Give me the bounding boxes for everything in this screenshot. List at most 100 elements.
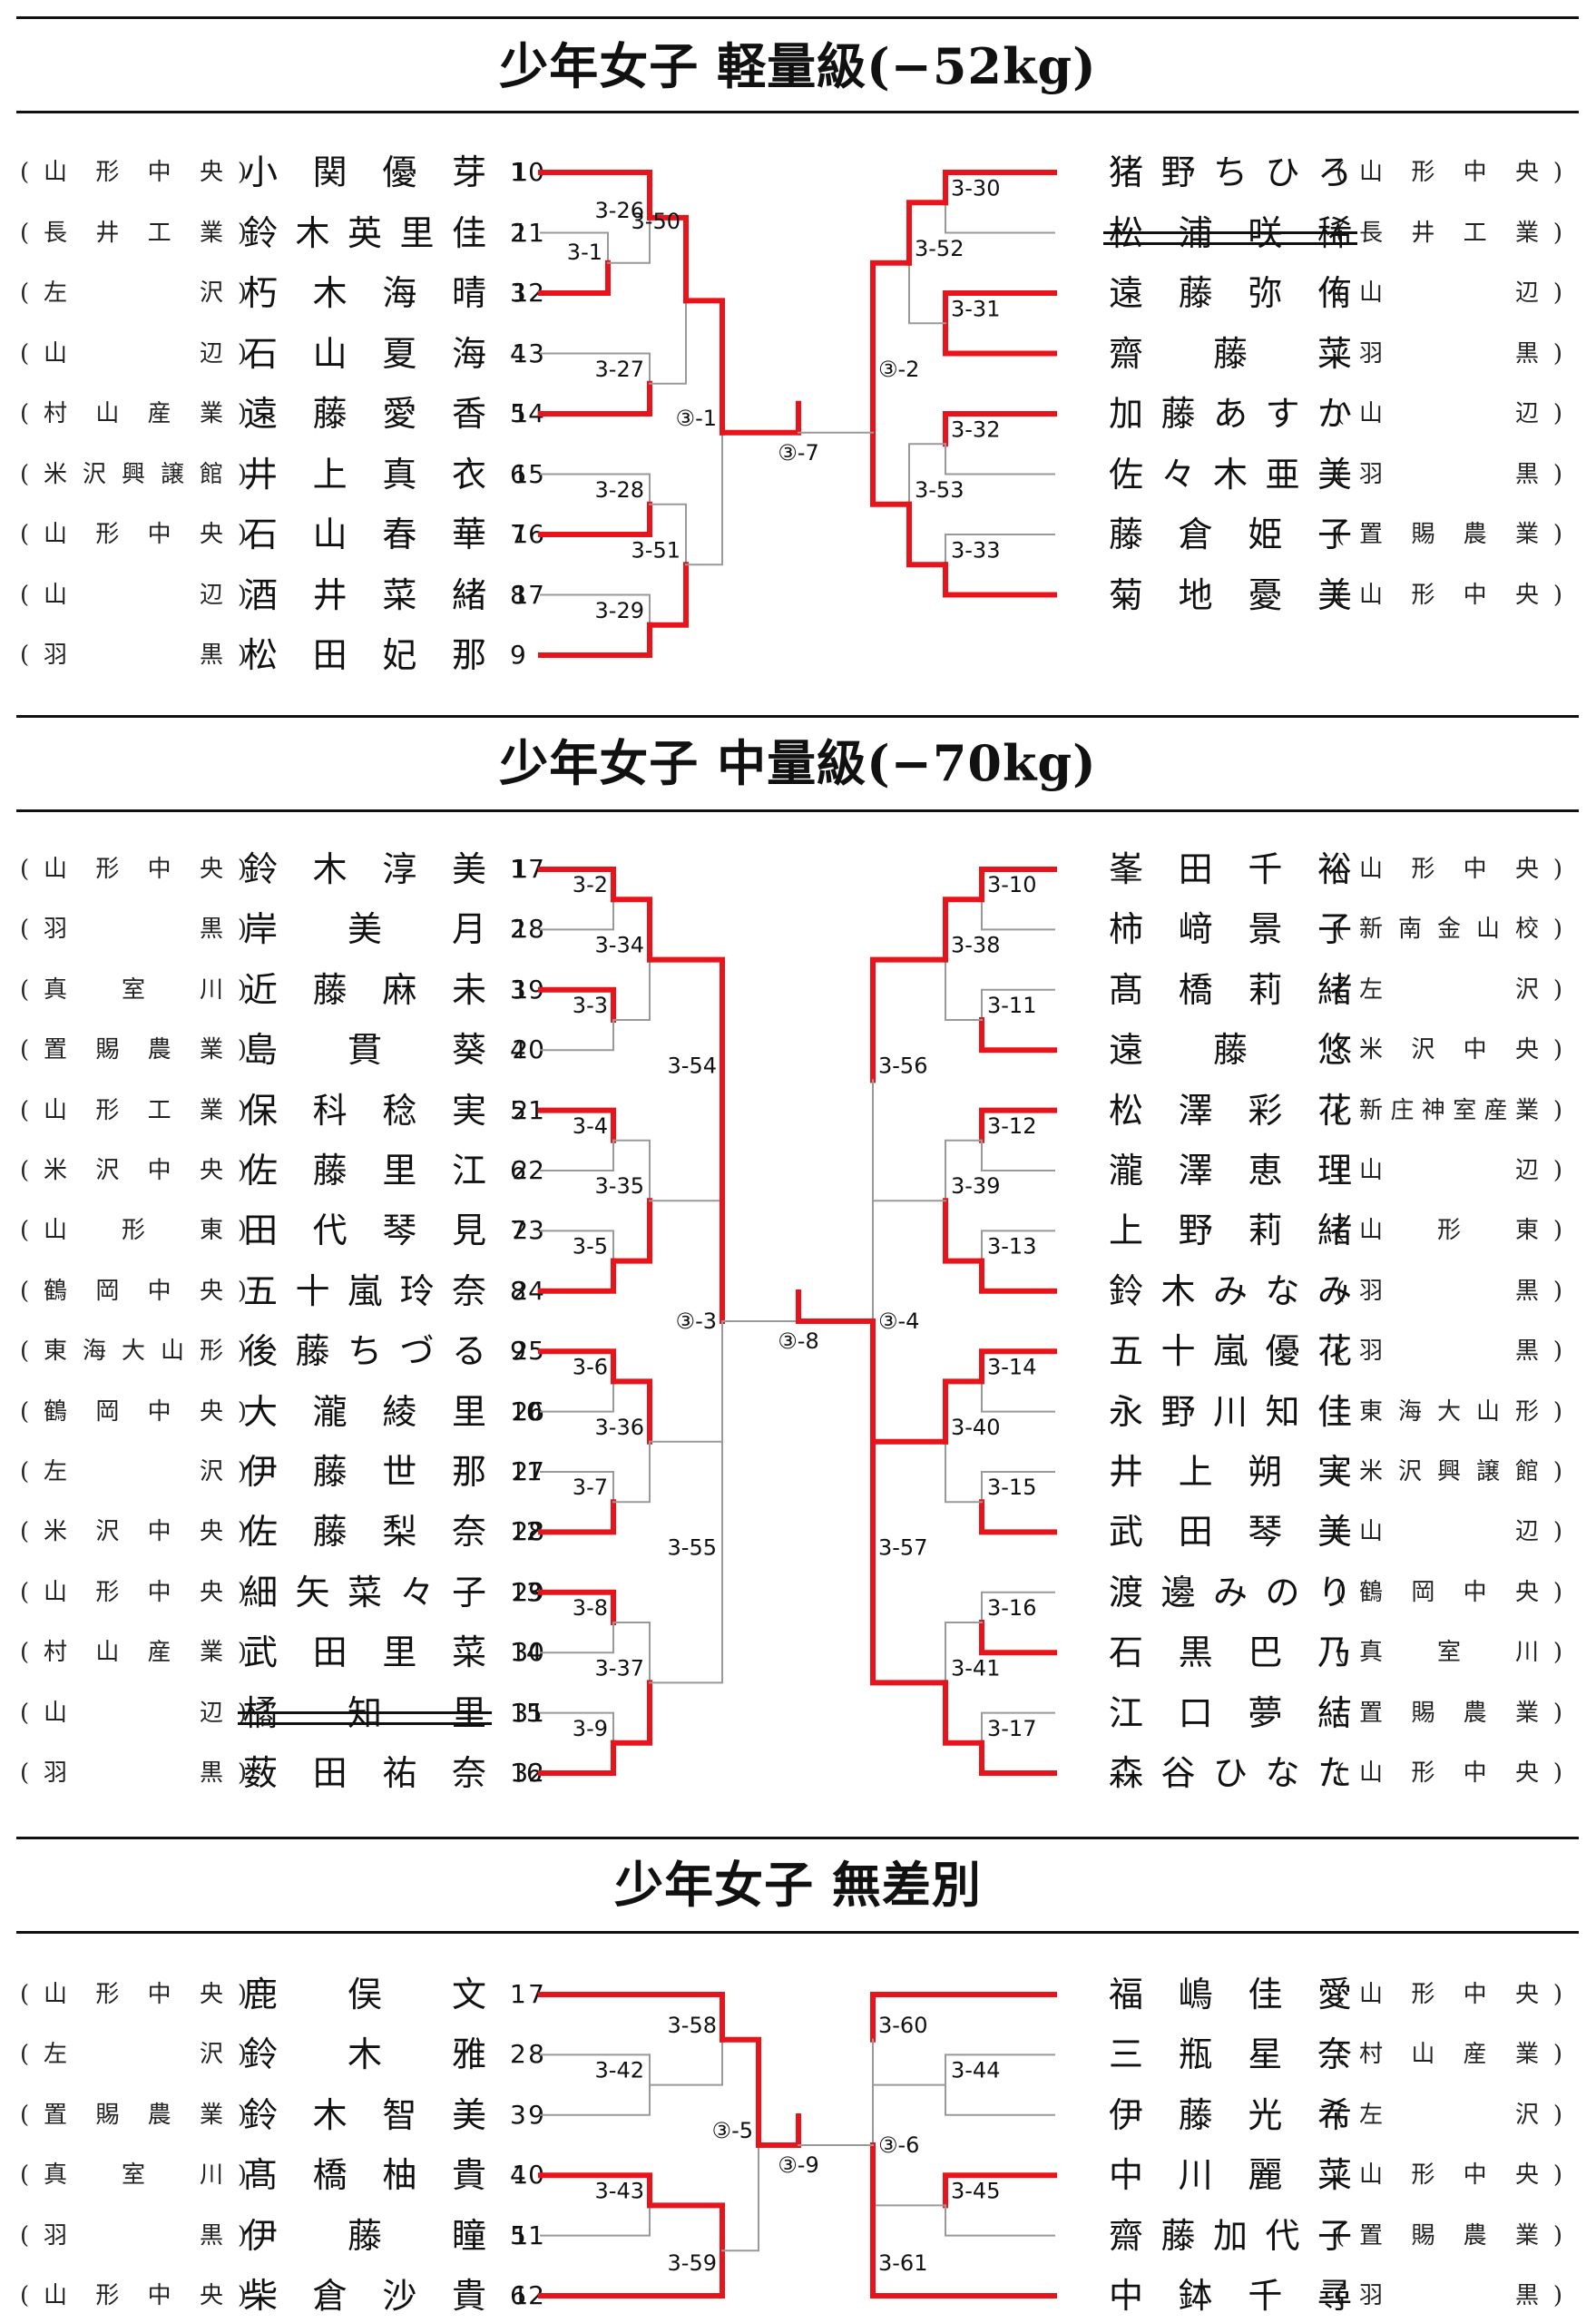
competitor-name: 三瓶星奈 bbox=[1109, 2034, 1352, 2075]
competitor-name: 福嶋佳愛 bbox=[1109, 1975, 1352, 2014]
competitor-number: 13 bbox=[510, 1576, 543, 1607]
school-name: (山 形 中 央) bbox=[1336, 159, 1562, 186]
bracket-line bbox=[649, 1079, 723, 1202]
bracket-line bbox=[540, 1622, 614, 1654]
bracket-line bbox=[872, 1079, 946, 1202]
competitor-name: 鈴木淳美 bbox=[243, 849, 486, 889]
match-label: 3-42 bbox=[595, 2058, 644, 2083]
bracket-line bbox=[981, 1230, 1055, 1262]
competitor-name: 島貫葵 bbox=[243, 1030, 486, 1071]
match-label: 3-8 bbox=[573, 1595, 608, 1621]
competitor-number: 5 bbox=[510, 1094, 526, 1125]
school-name: (置 賜 農 業) bbox=[20, 1036, 247, 1064]
competitor-name: 五十嵐優花 bbox=[1109, 1331, 1352, 1372]
bracket-line bbox=[870, 380, 912, 507]
bracket-line bbox=[538, 2172, 652, 2209]
competitor-number: 7 bbox=[510, 519, 526, 549]
match-label: ③-8 bbox=[778, 1328, 818, 1354]
bracket-line bbox=[647, 562, 689, 628]
competitor-name: 佐々木亜美 bbox=[1109, 454, 1352, 495]
match-label: 3-56 bbox=[878, 1053, 927, 1078]
bracket-line bbox=[943, 170, 1057, 206]
bracket-line bbox=[611, 1378, 652, 1445]
competitor-name: 鈴木雅 bbox=[243, 2034, 486, 2075]
bracket-line bbox=[540, 2204, 651, 2237]
match-label: ③-4 bbox=[878, 1309, 919, 1334]
bracket-line bbox=[538, 622, 652, 658]
bracket-line bbox=[538, 1258, 616, 1294]
match-label: 3-38 bbox=[951, 933, 1000, 958]
competitor-name: 細矢菜々子 bbox=[243, 1572, 486, 1612]
competitor-name: 松澤彩花 bbox=[1109, 1090, 1352, 1131]
bracket-title: 少年女子 無差別 bbox=[614, 1856, 982, 1914]
bracket-line bbox=[979, 1258, 1057, 1294]
school-name: (羽 黒) bbox=[20, 1759, 247, 1787]
school-name: (山 辺) bbox=[20, 1699, 247, 1727]
competitor-number: 8 bbox=[528, 2039, 544, 2070]
bracket-line bbox=[607, 216, 651, 264]
competitor-number: 26 bbox=[512, 1396, 544, 1426]
bracket-line bbox=[981, 898, 1055, 931]
competitor-name: 石山春華 bbox=[243, 515, 486, 554]
school-name: (山 辺) bbox=[1336, 1518, 1562, 1546]
school-name: (山 辺) bbox=[20, 581, 247, 609]
competitor-number: 15 bbox=[510, 1697, 543, 1728]
bracket-line bbox=[979, 1620, 1057, 1656]
title-rule-bottom bbox=[16, 111, 1579, 113]
match-label: 3-39 bbox=[951, 1173, 1000, 1199]
match-label: 3-3 bbox=[573, 993, 608, 1018]
bracket-line bbox=[647, 214, 689, 304]
match-label: 3-13 bbox=[987, 1234, 1036, 1260]
bracket-line bbox=[756, 2113, 801, 2148]
competitor-name: 近藤麻未 bbox=[243, 969, 486, 1010]
competitor-number: 18 bbox=[512, 914, 544, 945]
bracket-line bbox=[979, 1107, 1057, 1143]
match-label: 3-12 bbox=[987, 1113, 1036, 1139]
competitor-name: 武田里菜 bbox=[243, 1632, 486, 1673]
bracket-line bbox=[540, 1230, 614, 1262]
bracket-line bbox=[538, 1499, 616, 1535]
competitor-number: 31 bbox=[512, 1697, 544, 1728]
bracket-line bbox=[981, 1380, 1055, 1413]
competitor-name: 伊藤世那 bbox=[243, 1452, 486, 1492]
bracket-line bbox=[981, 988, 1055, 1021]
school-name: (置 賜 農 業) bbox=[20, 2101, 247, 2129]
bracket-line bbox=[538, 2248, 725, 2298]
competitor-name: 柿﨑景子 bbox=[1109, 909, 1352, 950]
school-name: (山 形 中 央) bbox=[20, 856, 247, 883]
bracket-line bbox=[870, 260, 912, 387]
bracket-line bbox=[720, 400, 801, 436]
competitor-name: 井上真衣 bbox=[243, 454, 486, 495]
title-rule-top bbox=[16, 16, 1579, 19]
match-label: 3-40 bbox=[951, 1415, 1000, 1440]
bracket-line bbox=[538, 380, 652, 417]
bracket-line bbox=[945, 958, 983, 1021]
bracket-line bbox=[649, 2038, 723, 2086]
school-name: (米 沢 興 譲 館) bbox=[20, 460, 247, 488]
match-label: 3-16 bbox=[987, 1595, 1036, 1621]
competitor-number: 17 bbox=[512, 579, 544, 610]
bracket-line bbox=[540, 898, 614, 931]
competitor-number: 4 bbox=[510, 338, 526, 368]
bracket-line bbox=[685, 431, 723, 566]
competitor-name: 髙橋莉緒 bbox=[1109, 969, 1352, 1010]
match-label: 3-41 bbox=[951, 1655, 1000, 1681]
competitor-name: 藤倉姫子 bbox=[1109, 515, 1352, 554]
match-label: ③-9 bbox=[778, 2152, 818, 2178]
match-label: ③-1 bbox=[676, 406, 717, 431]
competitor-name: 五十嵐玲奈 bbox=[243, 1270, 486, 1311]
match-label: 3-52 bbox=[915, 236, 964, 261]
competitor-number: 5 bbox=[510, 398, 526, 428]
